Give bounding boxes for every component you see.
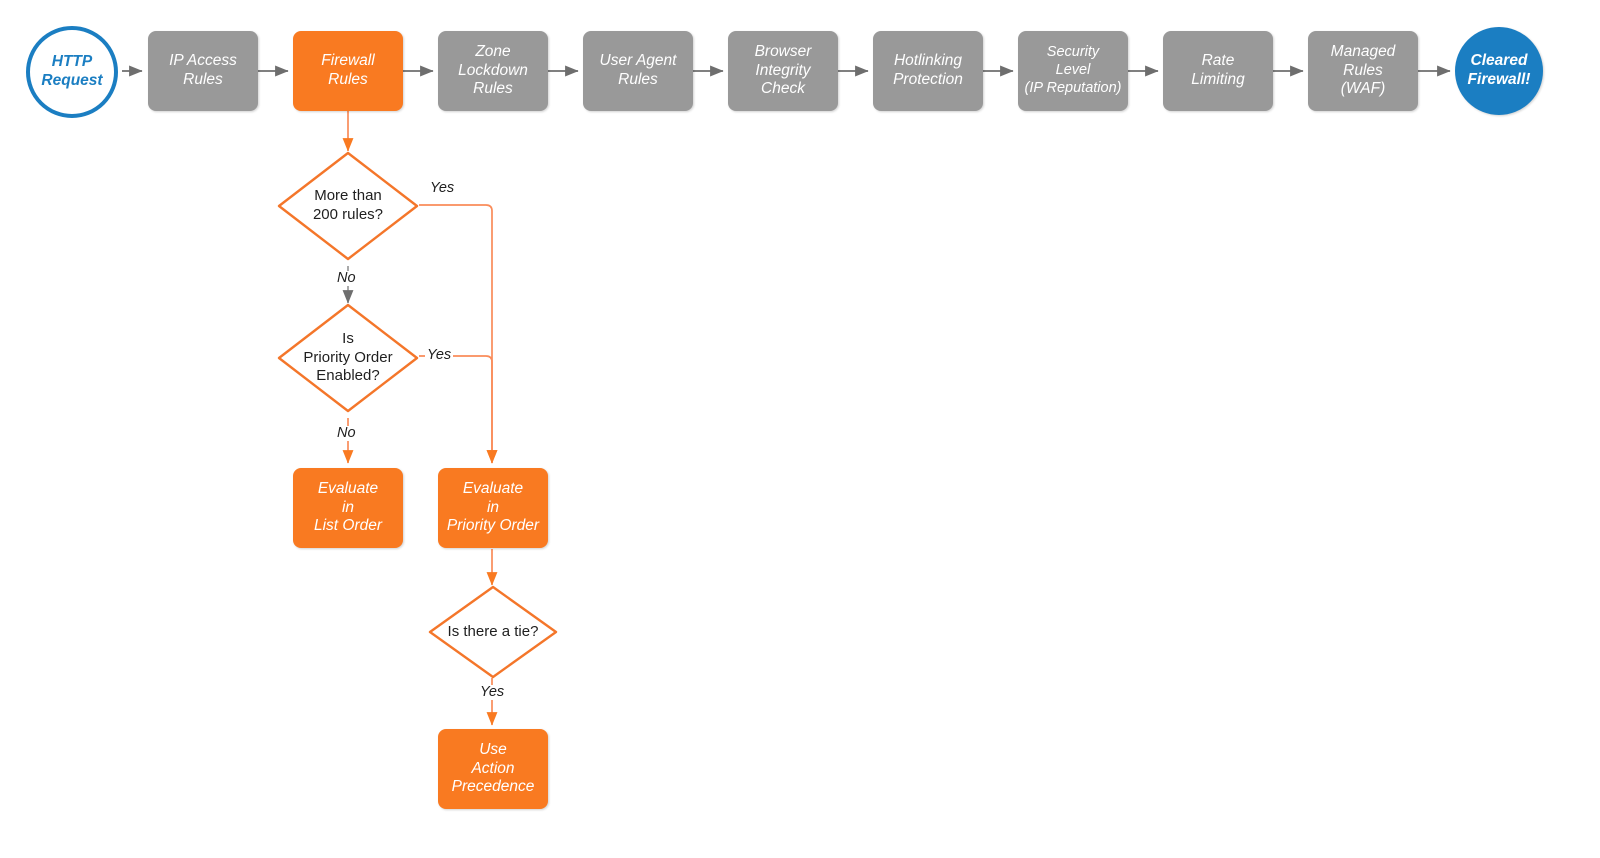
decision-label: More than 200 rules? [312,187,384,223]
node-firewall-rules[interactable]: Firewall Rules [293,31,403,111]
decision-is-priority-order-enabled[interactable]: Is Priority Order Enabled? [277,303,419,413]
node-label: Rate Limiting [1191,52,1245,88]
node-label: Evaluate in Priority Order [446,479,540,535]
edge-label-text: Yes [480,684,505,700]
edge-label-rules-no: No [335,271,358,286]
node-evaluate-in-priority-order[interactable]: Evaluate in Priority Order [438,468,548,548]
node-ip-access-rules[interactable]: IP Access Rules [148,31,258,111]
node-label: IP Access Rules [169,52,237,88]
node-zone-lockdown-rules[interactable]: Zone Lockdown Rules [438,31,548,111]
node-label: Zone Lockdown Rules [458,42,528,98]
node-label: User Agent Rules [599,52,677,88]
node-cleared-firewall[interactable]: Cleared Firewall! [1455,27,1543,115]
decision-is-there-a-tie[interactable]: Is there a tie? [428,585,558,679]
edge-label-rules-yes: Yes [428,180,457,196]
node-managed-rules-waf[interactable]: Managed Rules (WAF) [1308,31,1418,111]
diamond-shape [277,303,419,413]
decision-label: Is there a tie? [447,622,539,640]
diamond-shape [428,585,558,679]
node-hotlinking-protection[interactable]: Hotlinking Protection [873,31,983,111]
decision-label: Is Priority Order Enabled? [303,329,393,385]
edge-label-text: Yes [430,180,455,196]
edge-label-priority-no: No [335,426,358,441]
node-http-request[interactable]: HTTP Request [26,26,118,118]
node-label: Security Level (IP Reputation) [1024,44,1122,96]
edge-label-priority-yes: Yes [425,347,454,363]
decision-more-than-200-rules[interactable]: More than 200 rules? [277,151,419,261]
node-use-action-precedence[interactable]: Use Action Precedence [438,729,548,809]
node-browser-integrity-check[interactable]: Browser Integrity Check [728,31,838,111]
edge-label-text: No [337,425,356,441]
node-label: Firewall Rules [321,52,375,88]
node-label: Evaluate in List Order [313,479,383,535]
node-label: Hotlinking Protection [893,52,963,88]
node-label: HTTP Request [41,53,103,89]
node-evaluate-in-list-order[interactable]: Evaluate in List Order [293,468,403,548]
node-label: Use Action Precedence [451,740,535,796]
node-user-agent-rules[interactable]: User Agent Rules [583,31,693,111]
node-security-level[interactable]: Security Level (IP Reputation) [1018,31,1128,111]
node-label: Browser Integrity Check [754,42,812,98]
node-rate-limiting[interactable]: Rate Limiting [1163,31,1273,111]
diamond-shape [277,151,419,261]
edge-label-text: No [337,270,356,286]
node-label: Managed Rules (WAF) [1330,42,1396,98]
edge-label-tie-yes: Yes [478,684,507,700]
edge-label-text: Yes [427,347,452,363]
node-label: Cleared Firewall! [1467,52,1531,88]
